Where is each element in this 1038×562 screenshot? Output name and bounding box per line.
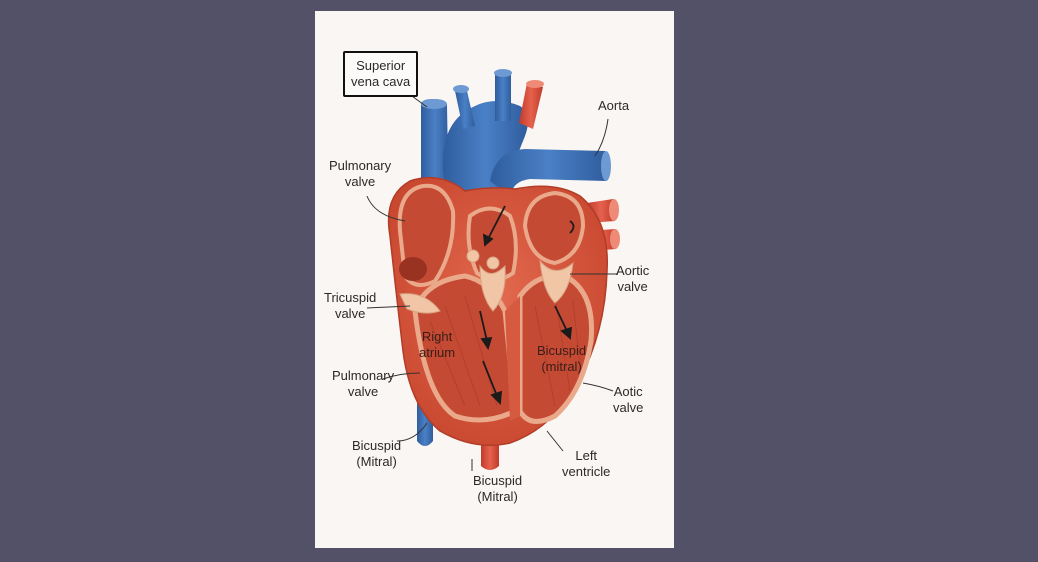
diagram-card: Superior vena cava Aorta Pulmonary valve…	[315, 11, 674, 548]
label-aotic-valve: Aotic valve	[613, 384, 644, 415]
flow-arrows	[479, 205, 575, 405]
svc-opening	[421, 99, 447, 109]
label-left-ventricle: Left ventricle	[562, 448, 611, 479]
label-bicuspid-mitral-left: Bicuspid (Mitral)	[352, 438, 402, 469]
chamber-opening	[399, 257, 427, 281]
aorta-arch	[490, 149, 607, 196]
label-right-atrium: Right atrium	[419, 329, 456, 360]
label-bicuspid-mitral-center: Bicuspid (Mitral)	[473, 473, 523, 504]
septum	[505, 296, 520, 421]
pv-upper-opening	[609, 199, 619, 221]
heart-illustration	[366, 69, 620, 471]
pv-lower-opening	[610, 229, 620, 249]
valve-ring-2	[486, 256, 500, 270]
branch-1-opening	[453, 85, 469, 93]
branch-1	[455, 91, 475, 129]
branch-2	[495, 73, 511, 121]
label-pulmonary-valve-top: Pulmonary valve	[329, 158, 392, 189]
label-aortic-valve: Aortic valve	[616, 263, 650, 294]
label-tricuspid-valve: Tricuspid valve	[324, 290, 377, 321]
label-pulmonary-valve-bottom: Pulmonary valve	[332, 368, 395, 399]
label-superior-vena-cava: Superior vena cava	[343, 51, 419, 97]
valve-ring-1	[466, 249, 480, 263]
aorta-opening	[601, 151, 611, 181]
label-aorta: Aorta	[598, 98, 630, 113]
label-bicuspid-mitral-inner: Bicuspid (mitral)	[537, 343, 587, 374]
pulmonary-valve-tissue	[479, 264, 506, 312]
branch-2-opening	[494, 69, 512, 77]
tricuspid-valve-tissue	[399, 293, 441, 314]
muscle-striations	[429, 295, 581, 407]
upper-right-chamber	[522, 190, 586, 266]
red-branch-opening	[526, 80, 544, 88]
red-branch	[519, 83, 543, 129]
mitral-valve-tissue	[539, 259, 574, 304]
